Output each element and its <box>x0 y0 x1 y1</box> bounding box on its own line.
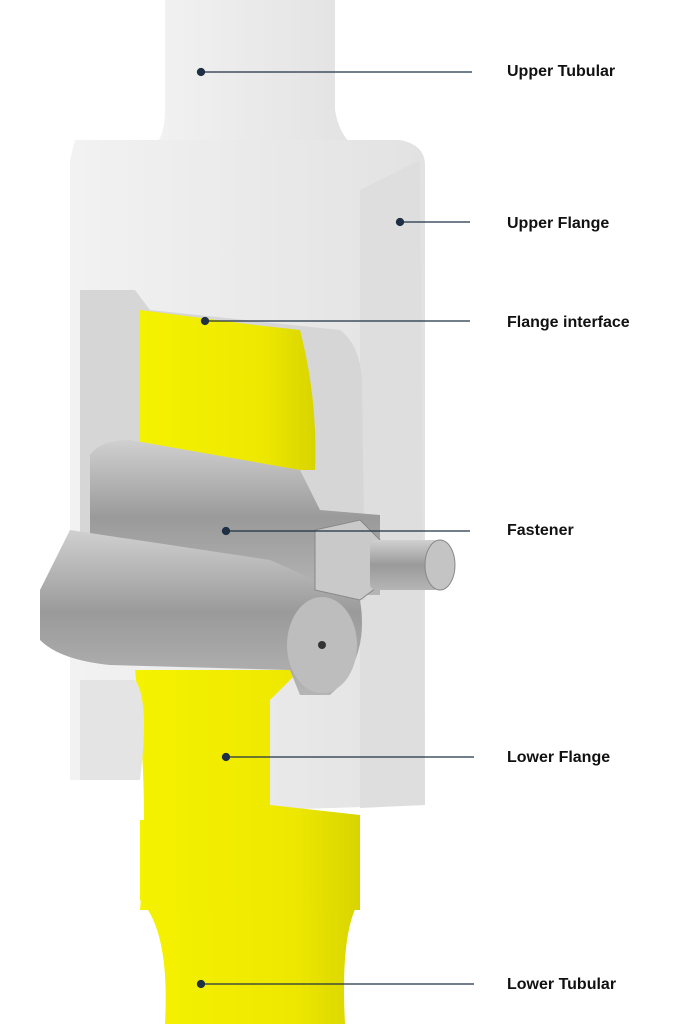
label-upper-flange: Upper Flange <box>507 215 610 232</box>
label-flange-interface: Flange interface <box>507 314 630 331</box>
dot-upper-flange <box>395 217 405 227</box>
dot-lower-tubular <box>196 979 206 989</box>
label-fastener: Fastener <box>507 522 574 539</box>
fastener-bolt <box>370 540 440 590</box>
dot-lower-flange <box>221 752 231 762</box>
dot-fastener <box>221 526 231 536</box>
lower-flange <box>135 670 360 910</box>
dot-upper-tubular <box>196 67 206 77</box>
dot-flange-interface <box>200 316 210 326</box>
flange-interface <box>140 310 316 470</box>
label-lower-flange: Lower Flange <box>507 749 611 766</box>
label-upper-tubular: Upper Tubular <box>507 63 616 80</box>
label-lower-tubular: Lower Tubular <box>507 976 617 993</box>
fastener-clamp-lower <box>40 530 362 695</box>
upper-tubular <box>150 0 360 150</box>
